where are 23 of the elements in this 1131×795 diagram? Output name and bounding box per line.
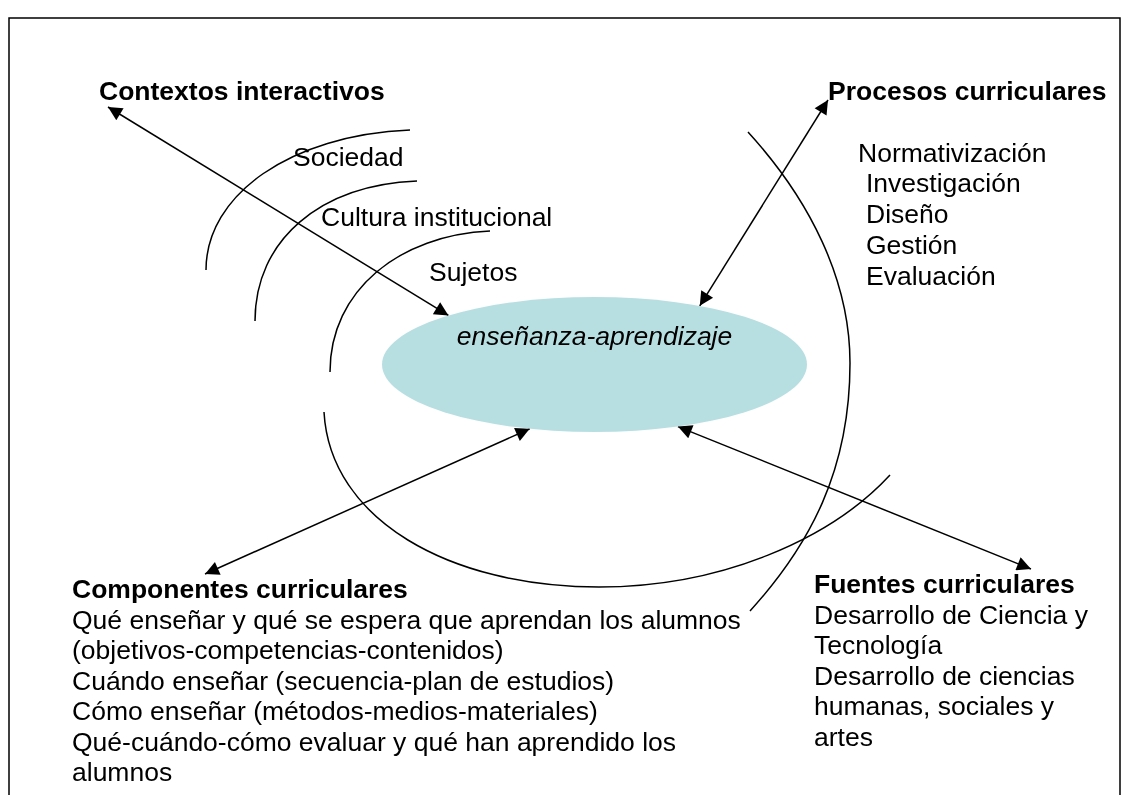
list-item: Evaluación <box>865 260 997 292</box>
list-item: Cuándo enseñar (secuencia-plan de estudios) <box>72 665 616 696</box>
list-item: Qué-cuándo-cómo evaluar y qué han aprendido los alumnos <box>72 726 677 788</box>
section-heading: Fuentes curriculares <box>814 569 1076 600</box>
ring-label: Cultura institucional <box>321 202 553 232</box>
center-label: enseñanza-aprendizaje <box>455 321 734 352</box>
list-item: Gestión <box>865 229 959 261</box>
section-heading: Componentes curriculares <box>72 574 409 605</box>
list-item: Qué enseñar y qué se espera que aprendan los alumnos (objetivos-competencias-contenidos) <box>72 604 742 666</box>
double-arrow <box>677 425 1032 571</box>
section-heading: Contextos interactivos <box>99 76 386 107</box>
list-item: Normativización <box>857 137 1048 169</box>
list-item: Cómo enseñar (métodos-medios-materiales) <box>72 696 599 727</box>
ring-label: Sujetos <box>429 257 518 287</box>
list-item: Diseño <box>865 199 950 230</box>
list-item: Investigación <box>865 168 1022 200</box>
double-arrow <box>204 428 531 575</box>
list-item: Desarrollo de Ciencia y Tecnología <box>814 599 1089 661</box>
list-item: Desarrollo de ciencias humanas, sociales y artes <box>814 660 1076 752</box>
double-arrow <box>107 106 450 317</box>
double-arrow <box>699 99 829 307</box>
ring-label: Sociedad <box>293 142 404 172</box>
section-heading: Procesos curriculares <box>828 76 1108 107</box>
